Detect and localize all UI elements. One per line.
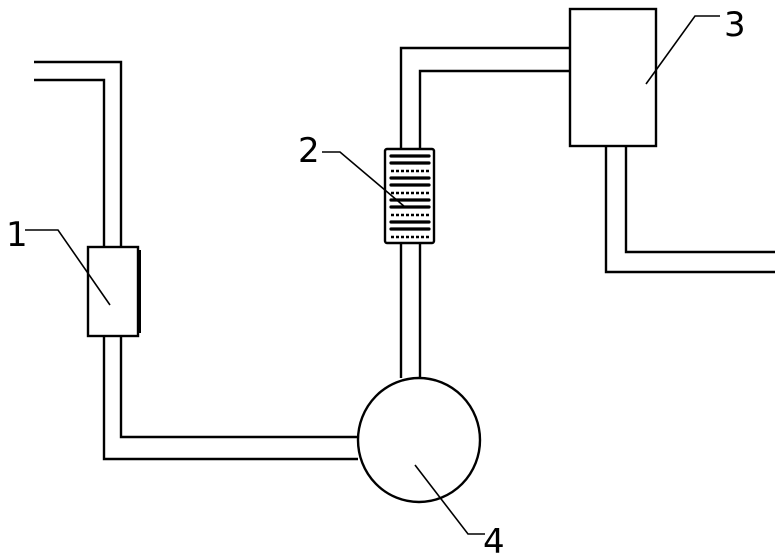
component-1-body	[86, 245, 140, 338]
label-part-1: 1	[6, 215, 28, 255]
pipe-middle-outer	[399, 46, 570, 378]
leader-1	[25, 229, 111, 306]
leader-3	[645, 15, 720, 85]
label-part-3: 3	[724, 5, 746, 45]
pipe-right-outer	[604, 146, 775, 274]
pipe-left-outer	[34, 60, 358, 439]
leader-2	[322, 151, 406, 208]
component-4	[356, 376, 482, 504]
pipe-left-assembly	[34, 60, 358, 461]
component-3-body	[568, 7, 658, 148]
component-2-body	[383, 147, 436, 245]
component-4-body	[356, 376, 482, 504]
pipe-right-inner	[624, 146, 775, 254]
pipe-middle-inner	[418, 69, 570, 378]
label-part-2: 2	[298, 131, 320, 171]
component-1	[86, 245, 141, 338]
leader-lines	[25, 15, 720, 535]
pipe-middle-assembly	[399, 46, 570, 378]
leader-4	[414, 464, 485, 535]
label-part-4: 4	[483, 522, 505, 560]
part-labels: 1 2 3 4	[6, 5, 746, 560]
pipe-right-assembly	[604, 146, 775, 274]
component-3	[568, 7, 658, 148]
